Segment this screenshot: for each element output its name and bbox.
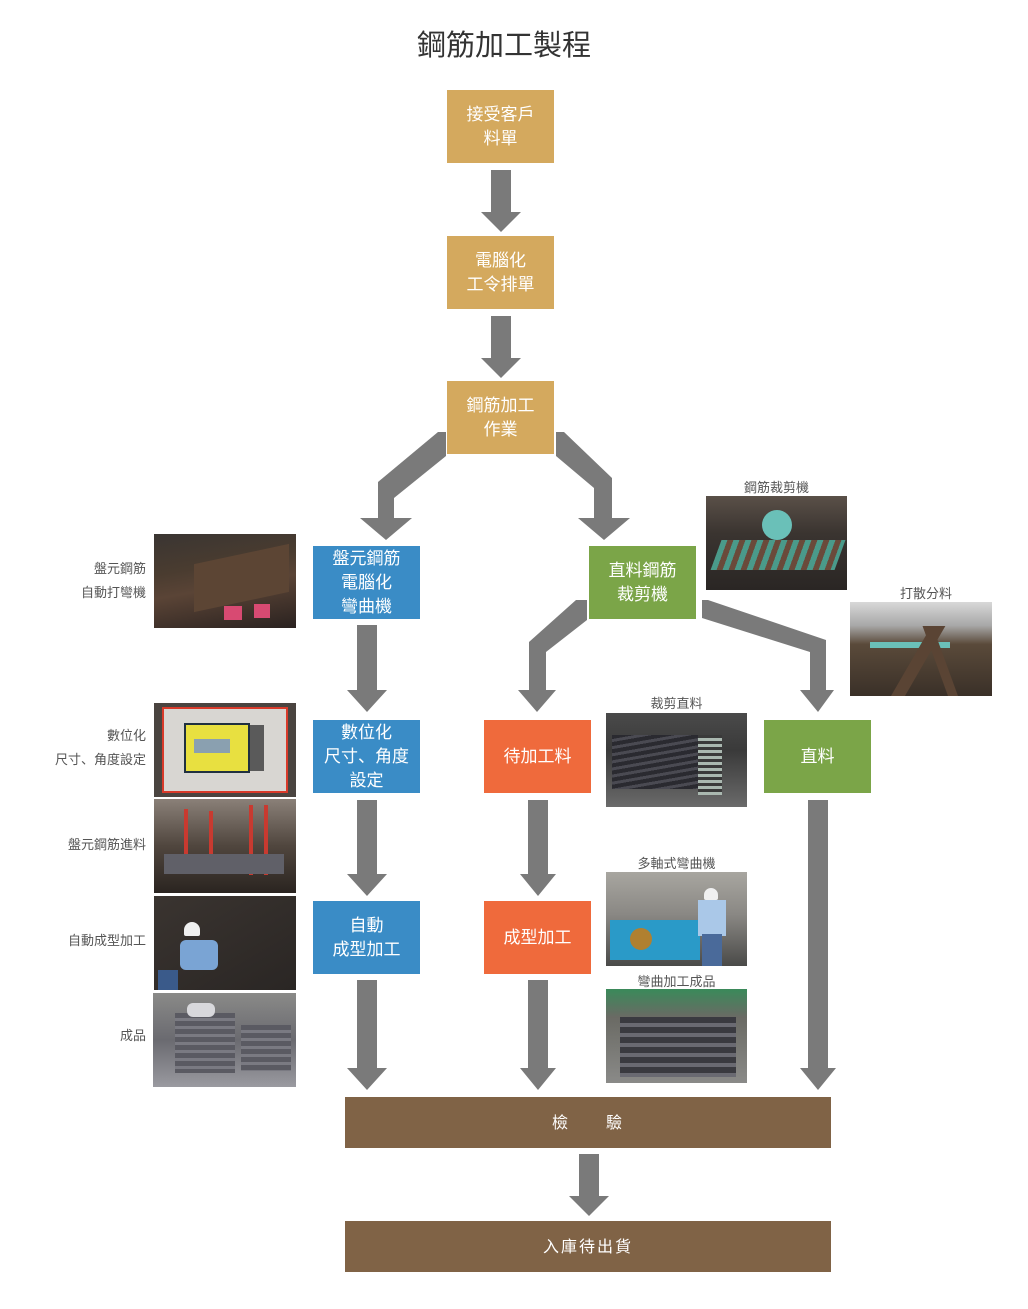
step-auto-forming: 自動 成型加工 xyxy=(313,901,420,974)
photo-scatter-sort xyxy=(850,602,992,696)
arrow-branch-right xyxy=(702,600,834,712)
label-finished-product: 成品 xyxy=(119,1029,146,1044)
arrow-down xyxy=(520,800,556,896)
step-coil-bending: 盤元鋼筋 電腦化 彎曲機 xyxy=(313,546,420,619)
arrow-down xyxy=(347,980,387,1090)
caption-multi-axis-bender: 多軸式彎曲機 xyxy=(637,857,716,872)
label-auto-forming: 自動成型加工 xyxy=(67,934,146,949)
arrow-branch-left xyxy=(518,600,587,712)
arrow-branch-right xyxy=(556,432,630,540)
step-forming: 成型加工 xyxy=(484,901,591,974)
photo-cut-straight xyxy=(606,713,747,807)
photo-coil-bending-machine xyxy=(154,534,296,628)
photo-multi-axis-bender xyxy=(606,872,747,966)
photo-bent-products xyxy=(606,989,747,1083)
photo-digital-panel xyxy=(154,703,296,797)
photo-coil-feeding xyxy=(154,799,296,893)
arrow-down xyxy=(347,800,387,896)
caption-cutting-machine: 鋼筋裁剪機 xyxy=(743,481,809,496)
label-coil-bending-machine: 盤元鋼筋 自動打彎機 xyxy=(80,562,146,601)
label-coil-feeding: 盤元鋼筋進料 xyxy=(67,838,146,853)
step-inspection: 檢 驗 xyxy=(345,1097,831,1148)
arrow-down xyxy=(569,1154,609,1216)
step-straight-cutting: 直料鋼筋 裁剪機 xyxy=(589,546,696,619)
step-processing: 鋼筋加工 作業 xyxy=(447,381,554,454)
caption-scatter-sort: 打散分料 xyxy=(899,587,952,602)
step-receive-order: 接受客戶 料單 xyxy=(447,90,554,163)
label-digital-setting: 數位化 尺寸、角度設定 xyxy=(54,729,146,768)
arrow-branch-left xyxy=(360,432,446,540)
step-scheduling: 電腦化 工令排單 xyxy=(447,236,554,309)
photo-finished-product xyxy=(153,993,296,1087)
step-pending-material: 待加工料 xyxy=(484,720,591,793)
photo-cutting-machine xyxy=(706,496,847,590)
arrow-down xyxy=(481,170,521,232)
arrow-down xyxy=(347,625,387,712)
caption-bent-products: 彎曲加工成品 xyxy=(637,975,716,990)
arrow-down xyxy=(481,316,521,378)
page-title: 鋼筋加工製程 xyxy=(416,28,591,62)
caption-cut-straight: 裁剪直料 xyxy=(650,697,703,712)
arrow-down xyxy=(520,980,556,1090)
step-straight-material: 直料 xyxy=(764,720,871,793)
arrow-down xyxy=(800,800,836,1090)
step-warehouse: 入庫待出貨 xyxy=(345,1221,831,1272)
step-digital-setting: 數位化 尺寸、角度 設定 xyxy=(313,720,420,793)
photo-auto-forming xyxy=(154,896,296,990)
